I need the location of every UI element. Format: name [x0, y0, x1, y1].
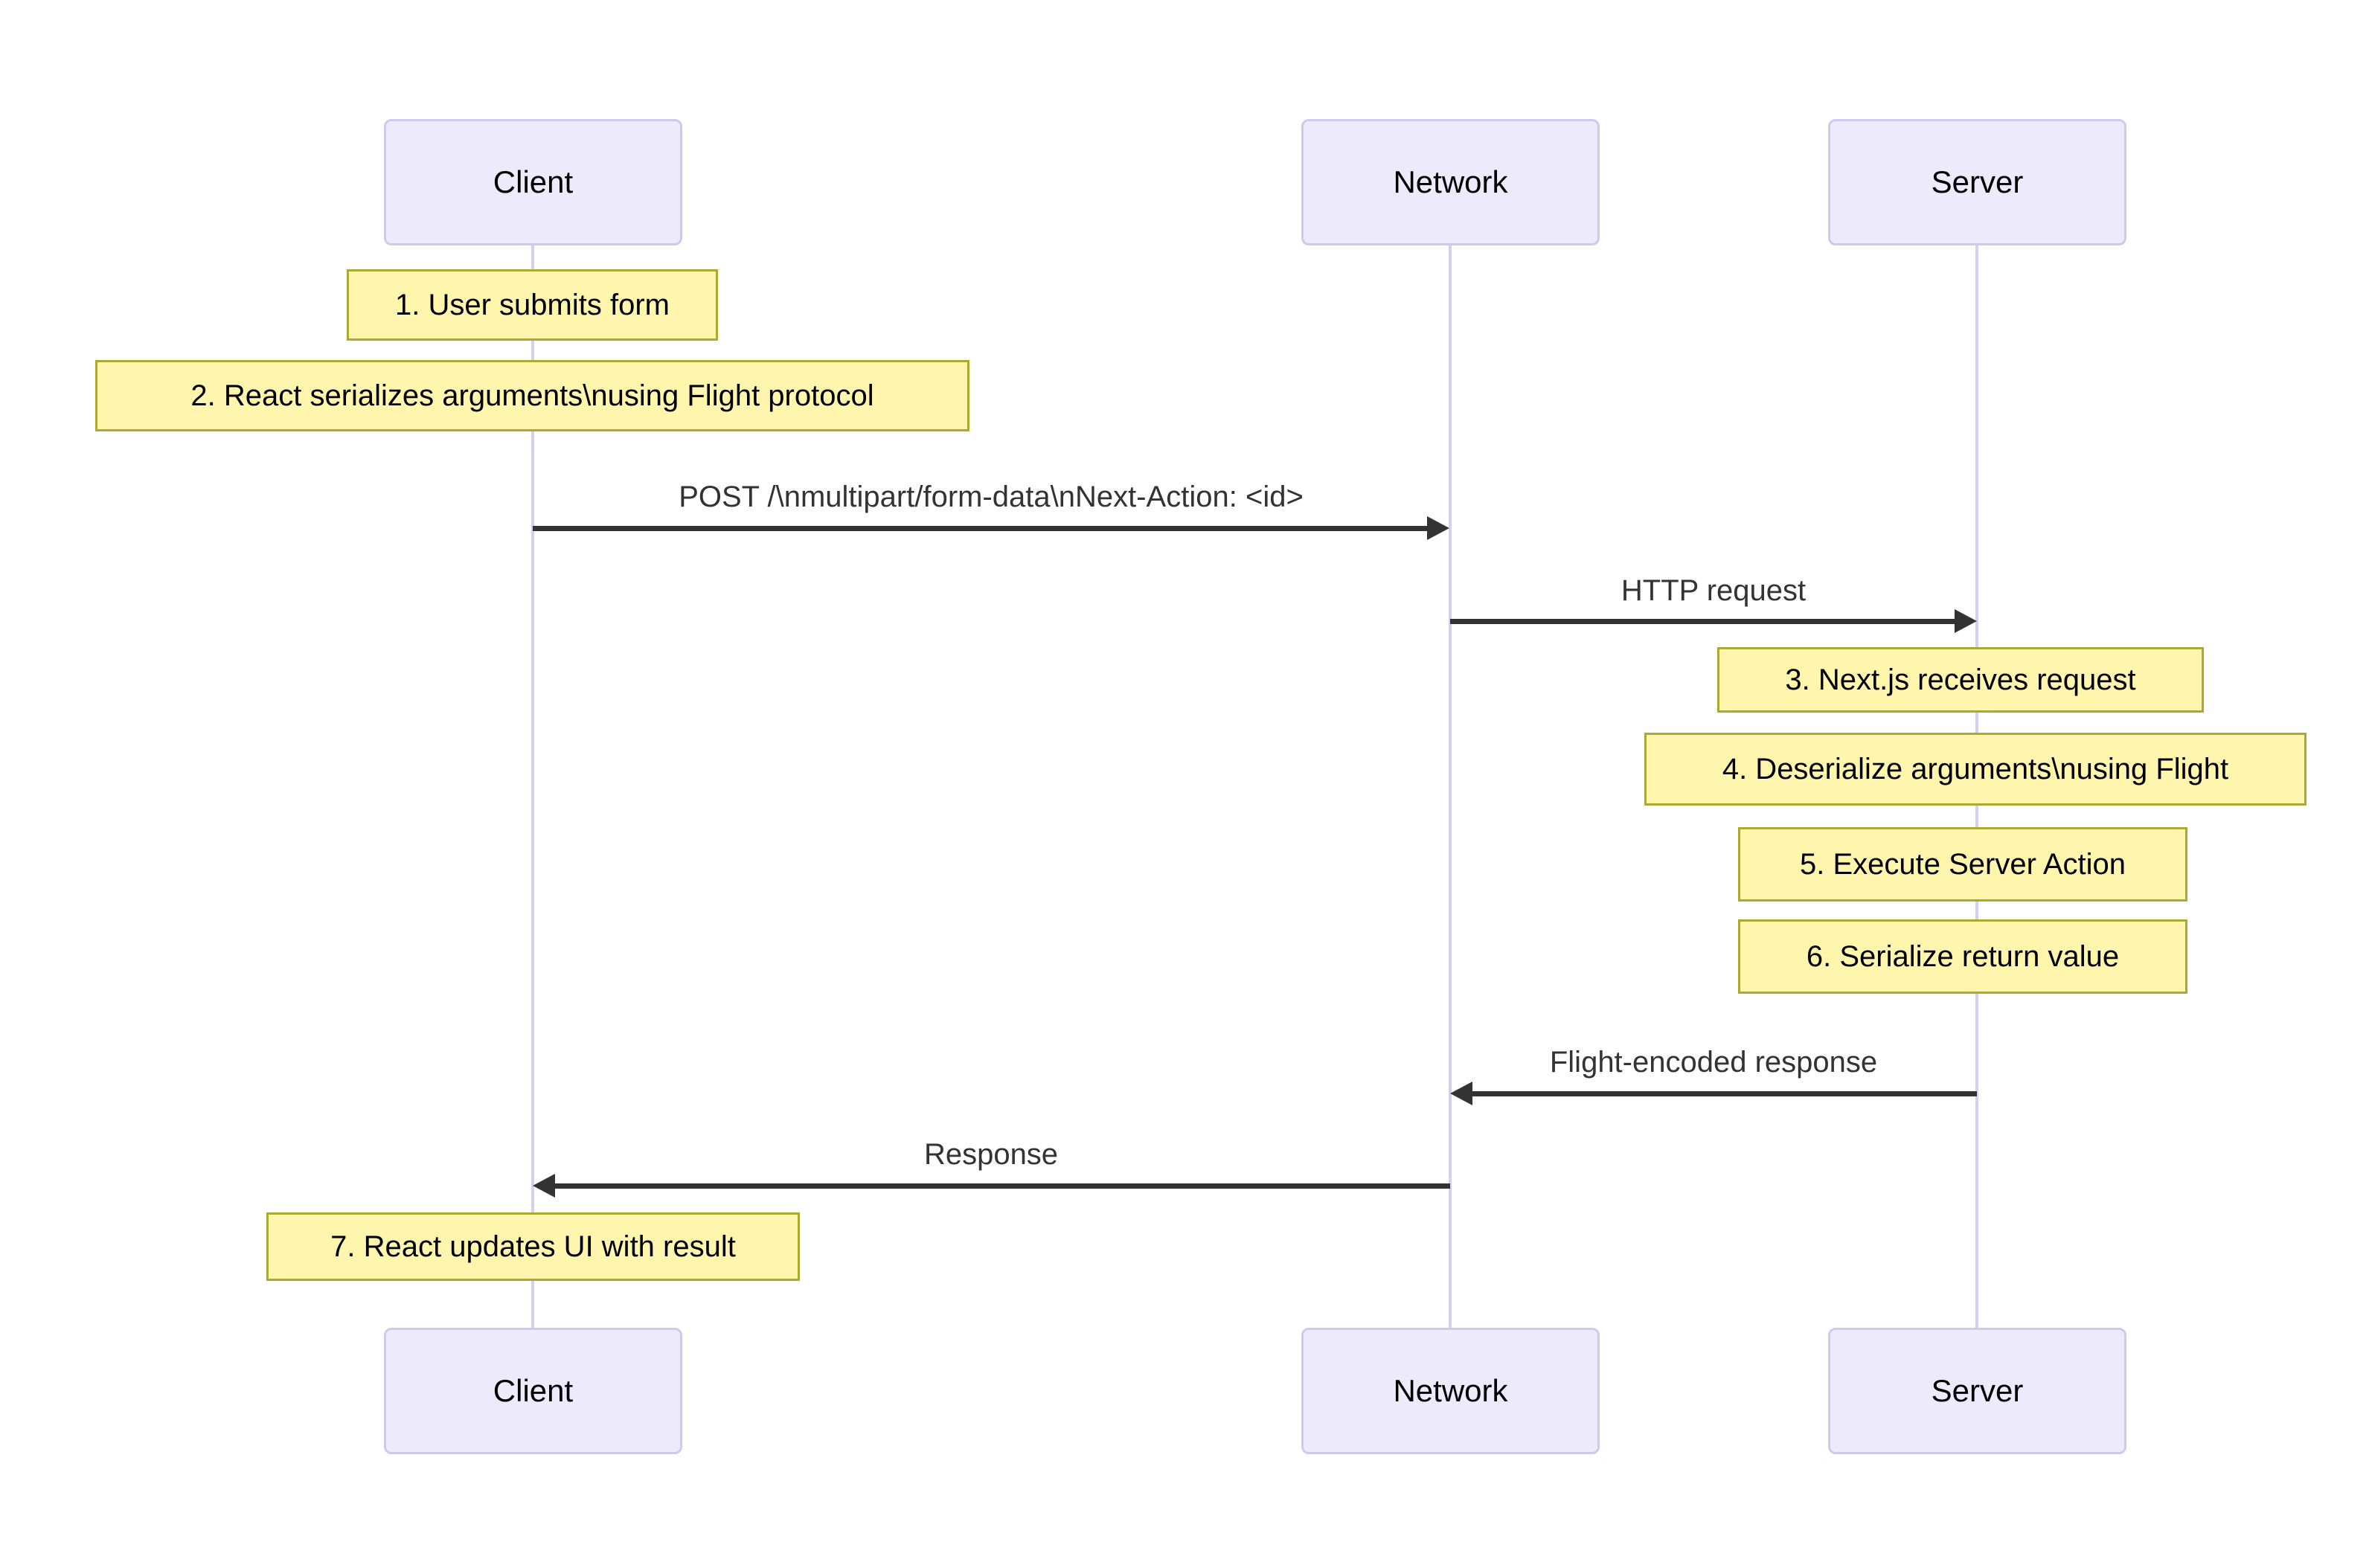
arrowhead-right-icon	[1427, 516, 1449, 540]
note-2-react-serializes-arguments: 2. React serializes arguments\nusing Fli…	[95, 360, 969, 431]
note-text: 4. Deserialize arguments\nusing Flight	[1722, 753, 2229, 785]
participant-label: Network	[1393, 1373, 1508, 1408]
note-7-react-updates-ui: 7. React updates UI with result	[266, 1212, 800, 1281]
message-label-flight-encoded-response: Flight-encoded response	[1549, 1046, 1878, 1079]
participant-client-bottom[interactable]: Client	[384, 1328, 682, 1454]
participant-server-bottom[interactable]: Server	[1828, 1328, 2126, 1454]
lifeline-client	[531, 245, 534, 1328]
note-text: 2. React serializes arguments\nusing Fli…	[190, 379, 874, 412]
note-1-user-submits-form: 1. User submits form	[347, 269, 718, 341]
note-text: 3. Next.js receives request	[1785, 663, 2136, 696]
note-5-execute-server-action: 5. Execute Server Action	[1738, 827, 2187, 902]
note-3-nextjs-receives-request: 3. Next.js receives request	[1717, 647, 2204, 713]
note-4-deserialize-arguments: 4. Deserialize arguments\nusing Flight	[1644, 733, 2307, 806]
lifeline-network	[1449, 245, 1452, 1328]
note-6-serialize-return-value: 6. Serialize return value	[1738, 919, 2187, 994]
participant-label: Client	[493, 1373, 574, 1408]
arrowhead-left-icon	[533, 1174, 555, 1198]
note-text: 5. Execute Server Action	[1799, 848, 2126, 881]
participant-client-top[interactable]: Client	[384, 119, 682, 245]
message-arrow-flight-encoded-response	[1450, 1082, 1977, 1105]
message-label-http-request: HTTP request	[1621, 574, 1807, 607]
message-arrow-post	[533, 516, 1449, 540]
participant-network-bottom[interactable]: Network	[1301, 1328, 1600, 1454]
participant-server-top[interactable]: Server	[1828, 119, 2126, 245]
note-text: 7. React updates UI with result	[330, 1230, 736, 1263]
message-arrow-http-request	[1450, 609, 1977, 633]
participant-label: Network	[1393, 164, 1508, 199]
note-text: 1. User submits form	[395, 289, 670, 321]
arrowhead-right-icon	[1955, 609, 1977, 633]
participant-label: Server	[1931, 164, 2024, 199]
message-arrow-response	[533, 1174, 1450, 1198]
message-label-post: POST /\nmultipart/form-data\nNext-Action…	[679, 481, 1304, 513]
participant-label: Client	[493, 164, 574, 199]
arrowhead-left-icon	[1450, 1082, 1472, 1105]
participant-network-top[interactable]: Network	[1301, 119, 1600, 245]
participant-label: Server	[1931, 1373, 2024, 1408]
message-label-response: Response	[923, 1138, 1059, 1171]
note-text: 6. Serialize return value	[1806, 940, 2120, 973]
